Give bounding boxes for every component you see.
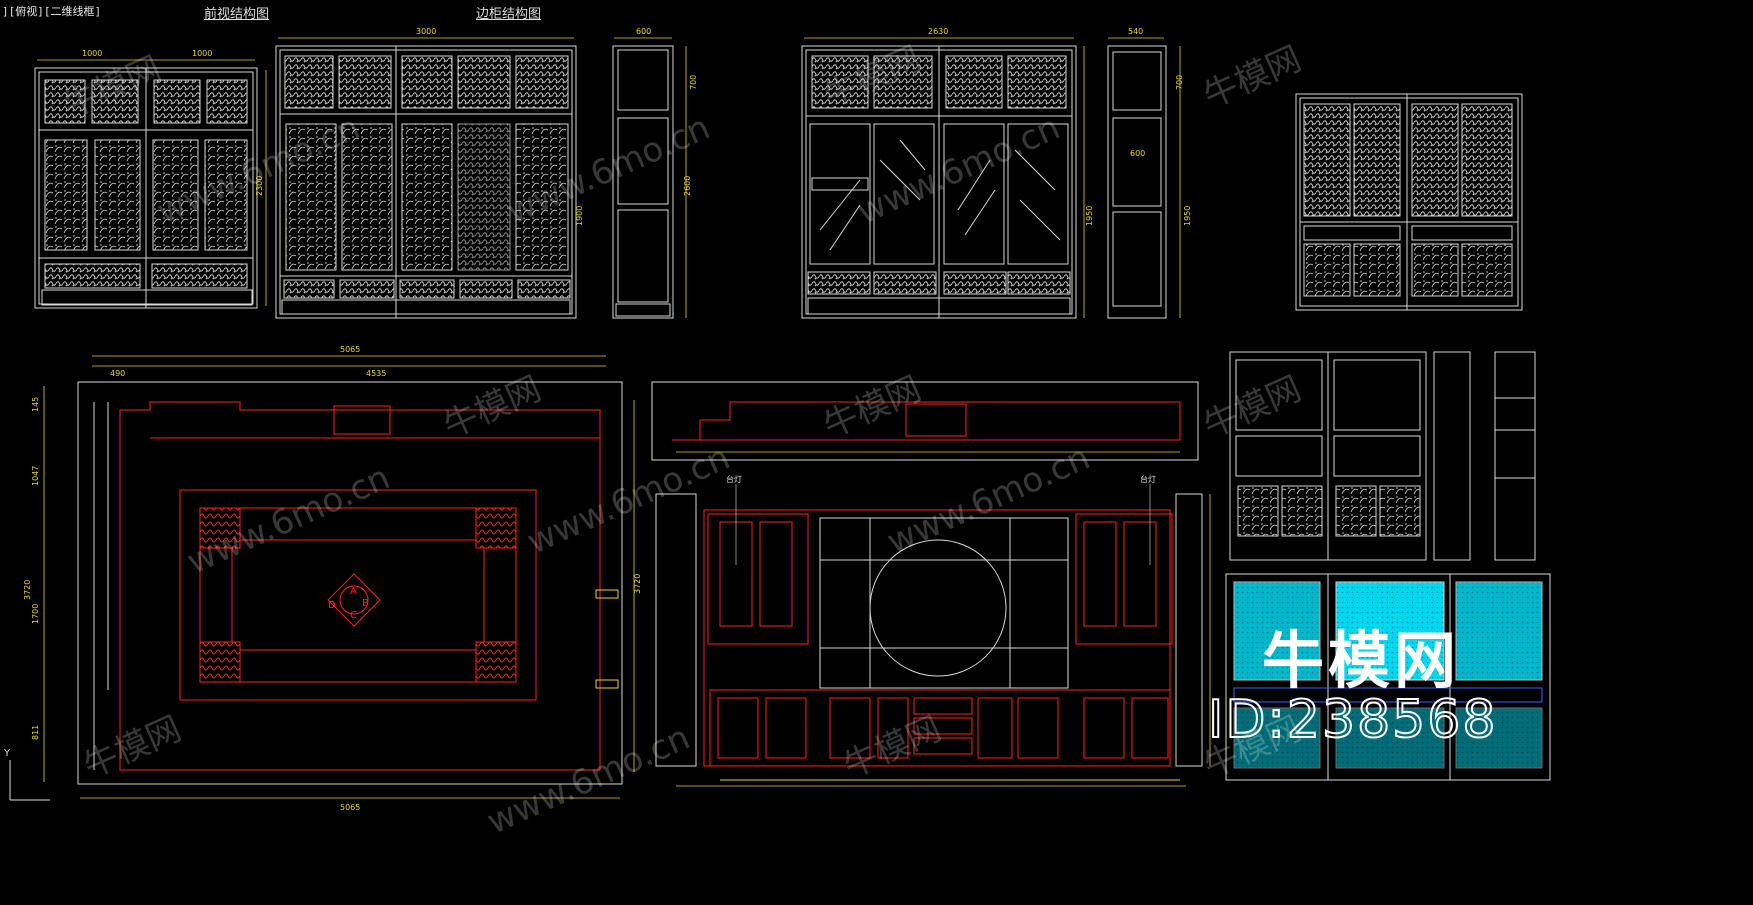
dim-4535: 4535 bbox=[366, 369, 386, 378]
dim-2300: 2300 bbox=[255, 176, 264, 196]
room-labels: A B C D bbox=[328, 586, 369, 621]
dim-700b: 700 bbox=[1175, 75, 1184, 90]
dim-5065-top: 5065 bbox=[340, 345, 360, 354]
watermark-id: ID:238568 bbox=[1207, 689, 1498, 751]
room-label-c: C bbox=[350, 610, 357, 621]
wardrobe-front-elevation bbox=[34, 67, 258, 309]
callouts: 台灯 台灯 bbox=[726, 474, 1156, 484]
front-view-title: 前视结构图 bbox=[204, 7, 270, 22]
dim-5065-bottom: 5065 bbox=[340, 803, 360, 812]
callout-lamp-right: 台灯 bbox=[1140, 474, 1156, 484]
dim-1047: 1047 bbox=[31, 466, 40, 486]
dimension-lines bbox=[37, 37, 1211, 799]
dim-2630: 2630 bbox=[928, 27, 948, 36]
ucs-y-label: Y bbox=[3, 748, 11, 759]
living-room-elevation bbox=[651, 381, 1203, 781]
dim-3000: 3000 bbox=[416, 27, 436, 36]
ucs-axis-icon: Y bbox=[3, 748, 50, 801]
wardrobe-right-elevation bbox=[1295, 93, 1523, 311]
dim-3720-left: 3720 bbox=[23, 580, 32, 600]
dim-600b: 600 bbox=[1130, 149, 1145, 158]
dim-1000b: 1000 bbox=[192, 49, 212, 58]
room-label-d: D bbox=[328, 600, 336, 611]
dim-1000a: 1000 bbox=[82, 49, 102, 58]
dim-700a: 700 bbox=[689, 75, 698, 90]
room-label-b: B bbox=[362, 598, 369, 609]
floor-plan bbox=[77, 381, 623, 785]
callout-lamp-left: 台灯 bbox=[726, 474, 742, 484]
dim-1950a: 1950 bbox=[1085, 206, 1094, 226]
dim-2600a: 2600 bbox=[683, 176, 692, 196]
dim-1950b: 1950 bbox=[1183, 206, 1192, 226]
cabinet-group-lower-right bbox=[1229, 351, 1536, 561]
cyan-cabinet-group bbox=[1225, 573, 1551, 781]
dim-540: 540 bbox=[1128, 27, 1143, 36]
glass-cabinet-elevation bbox=[801, 45, 1077, 319]
dim-3720-right: 3720 bbox=[633, 574, 642, 594]
dim-1700: 1700 bbox=[31, 604, 40, 624]
side-cabinet-elevation bbox=[275, 45, 577, 319]
dim-600a: 600 bbox=[636, 27, 651, 36]
dim-811: 811 bbox=[31, 725, 40, 740]
dimension-texts: 1000 1000 2300 3000 600 700 1900 2600 26… bbox=[23, 27, 1192, 812]
dim-490: 490 bbox=[110, 369, 125, 378]
watermark-brand: 牛模网 bbox=[1262, 624, 1461, 697]
dim-145: 145 bbox=[31, 397, 40, 412]
side-section-1 bbox=[612, 45, 674, 319]
viewport-label[interactable]: ][俯视][二维线框] bbox=[2, 5, 102, 18]
dim-1900a: 1900 bbox=[575, 206, 584, 226]
side-section-2 bbox=[1107, 45, 1167, 319]
room-label-a: A bbox=[350, 586, 357, 597]
side-view-title: 边柜结构图 bbox=[476, 7, 542, 22]
